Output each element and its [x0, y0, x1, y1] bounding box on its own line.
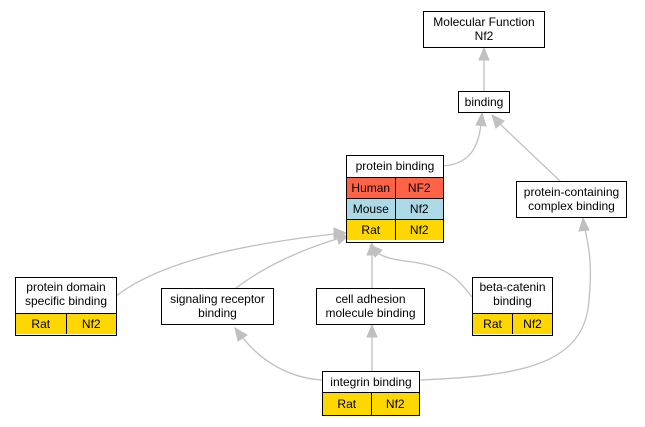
node-molecular-function[interactable]: Molecular Function Nf2	[423, 11, 545, 48]
edge-integrin-to-complex	[419, 229, 592, 381]
gene-label: NF2	[394, 178, 444, 198]
edge-complex-to-binding	[499, 123, 561, 182]
arrowhead-icon	[475, 111, 487, 127]
edge-domain-to-protein-binding	[115, 233, 335, 297]
node-signaling-receptor-binding[interactable]: signaling receptor binding	[161, 288, 274, 325]
gene-label: Nf2	[370, 393, 420, 415]
node-title: Molecular Function Nf2	[433, 15, 535, 43]
node-title: integrin binding	[330, 375, 412, 389]
species-label: Rat	[31, 317, 51, 331]
node-beta-catenin-binding[interactable]: beta-catenin binding Rat Nf2	[472, 277, 553, 336]
node-protein-domain-specific-binding[interactable]: protein domain specific binding Rat Nf2	[15, 277, 117, 336]
species-row-mouse: Mouse Nf2	[347, 198, 443, 219]
node-protein-containing-complex-binding[interactable]: protein-containing complex binding	[516, 181, 627, 218]
arrowhead-icon	[366, 323, 378, 338]
node-title: protein domain specific binding	[24, 280, 108, 308]
arrowhead-icon	[491, 114, 505, 129]
node-binding[interactable]: binding	[458, 91, 510, 113]
species-label: Mouse	[352, 202, 389, 216]
node-title: protein binding	[355, 159, 435, 173]
node-title: cell adhesion molecule binding	[325, 292, 416, 320]
species-row-rat: Rat Nf2	[347, 219, 443, 240]
edge-signaling-to-protein-binding	[235, 238, 338, 289]
node-cell-adhesion-molecule-binding[interactable]: cell adhesion molecule binding	[316, 288, 425, 325]
edge-protein-binding-to-binding	[442, 123, 482, 167]
gene-label: Nf2	[65, 314, 117, 334]
species-row-rat: Rat Nf2	[16, 313, 116, 334]
arrowhead-icon	[335, 233, 350, 245]
gene-label: Nf2	[512, 314, 552, 334]
species-label: Human	[351, 181, 391, 195]
species-row-rat: Rat Nf2	[323, 392, 419, 415]
species-label: Rat	[483, 317, 502, 331]
edge-integrin-to-signaling	[242, 337, 323, 381]
gene-label: Nf2	[394, 199, 444, 219]
arrowhead-icon	[578, 216, 590, 232]
arrowhead-icon	[369, 244, 383, 258]
node-title: protein-containing complex binding	[523, 185, 620, 213]
species-row-human: Human NF2	[347, 177, 443, 198]
arrowhead-icon	[478, 46, 490, 61]
node-title: signaling receptor binding	[170, 292, 265, 320]
species-label: Rat	[361, 223, 381, 237]
gene-label: Nf2	[394, 220, 444, 240]
node-title: binding	[464, 95, 504, 109]
node-protein-binding[interactable]: protein binding Human NF2 Mouse Nf2 Rat …	[346, 155, 444, 243]
species-row-rat: Rat Nf2	[473, 313, 552, 334]
species-label: Rat	[337, 397, 357, 411]
edge-catenin-to-protein-binding	[377, 252, 473, 298]
arrowhead-icon	[234, 326, 248, 342]
node-title: beta-catenin binding	[479, 280, 546, 308]
node-integrin-binding[interactable]: integrin binding Rat Nf2	[322, 371, 420, 416]
